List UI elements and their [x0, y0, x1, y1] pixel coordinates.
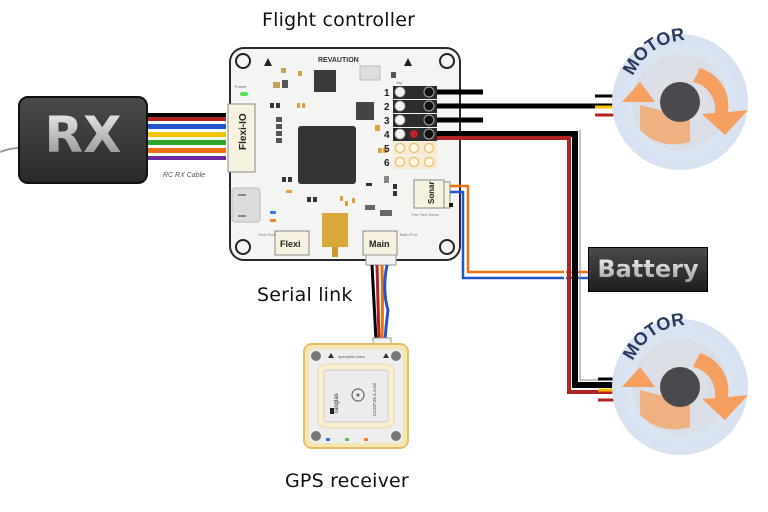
motor-1-hub: [660, 82, 700, 122]
sonar-label: Sonar: [427, 181, 436, 204]
battery: Battery: [588, 247, 708, 292]
flexi-port-connector: Flexi Flexi Port: [258, 230, 310, 256]
fc-brand-text: REVAUTION: [318, 57, 359, 64]
usb-port: [231, 187, 261, 223]
gps-receiver-label: GPS receiver: [285, 470, 409, 492]
gps-receiver-board: openpilot ublox Taoglas CGGP.25.4.A.02: [303, 343, 409, 449]
rx-label: RX: [20, 106, 146, 164]
motor-1: MOTOR: [612, 24, 748, 170]
serial-link-cable: [365, 254, 397, 347]
output-pin-6: 6: [384, 158, 390, 169]
fc-main-processor: [298, 126, 356, 184]
flexi-io-connector: Flexi-IO: [227, 103, 256, 173]
power-led: [240, 92, 248, 96]
sonar-port-label: Pwr Sen Sonar: [412, 212, 440, 217]
gps-top-label: openpilot ublox: [338, 354, 365, 359]
gps-antenna-patch: [323, 369, 389, 423]
flexi-port-label: Flexi Port: [258, 232, 276, 237]
output-pin-1: 1: [384, 88, 390, 99]
rx-antenna-wire: [0, 147, 21, 153]
gps-chip-model: CGGP.25.4.A.02: [372, 382, 377, 416]
motor-1-rotation-arrow: [693, 68, 748, 135]
flexi-io-label: Flexi-IO: [238, 113, 249, 150]
battery-label: Battery: [589, 255, 707, 283]
motor-2-hub: [660, 367, 700, 407]
output-pin-5: 5: [384, 144, 390, 155]
main-label: Main: [369, 239, 390, 249]
output-header-label: Sig: [396, 80, 402, 85]
output-pin-3: 3: [384, 116, 390, 127]
motor-2: MOTOR: [612, 309, 748, 455]
fc-gold-connector: [322, 213, 348, 247]
rc-rx-cable-label: RC RX Cable: [163, 172, 205, 179]
power-led-label: Power: [235, 84, 247, 89]
serial-link-label: Serial link: [257, 284, 353, 306]
rc-rx-cable: [146, 113, 226, 160]
flight-controller-title: Flight controller: [262, 9, 416, 31]
output-header: Sig 1 2 3 4 5 6: [384, 80, 437, 169]
motor-2-rotation-arrow: [693, 353, 748, 420]
main-port-connector: Main Main Port: [362, 230, 418, 256]
battery-sense-wires: [450, 184, 590, 280]
sonar-connector: Sonar Pwr Sen Sonar: [412, 179, 453, 217]
flexi-label: Flexi: [280, 239, 301, 249]
gps-chip-label: Taoglas: [334, 393, 340, 414]
flight-controller-board: REVAUTION: [227, 47, 461, 261]
output-pin-2: 2: [384, 102, 390, 113]
main-port-label: Main Port: [400, 232, 418, 237]
rx-receiver: RX: [18, 96, 148, 184]
output-pin-4: 4: [384, 130, 390, 141]
